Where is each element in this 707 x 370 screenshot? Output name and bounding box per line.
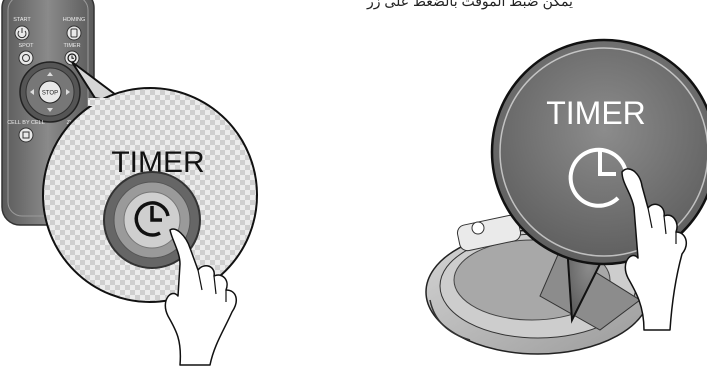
cell-by-cell-button[interactable] [19,128,33,142]
spot-button[interactable] [19,51,33,65]
cell-by-cell-label: CELL BY CELL [7,120,45,126]
homing-button[interactable] [67,26,81,40]
robot-zoom-timer-label: TIMER [546,95,646,131]
header-text: يمكن ضبط الموقت بالضغط على زر [366,0,573,10]
stop-label: STOP [42,91,58,97]
timer-label: TIMER [63,43,80,49]
homing-label: HOMING [63,17,86,23]
start-button[interactable] [15,26,29,40]
stop-button[interactable]: STOP [39,81,61,103]
start-label: START [13,17,31,23]
spot-label: SPOT [19,43,35,49]
